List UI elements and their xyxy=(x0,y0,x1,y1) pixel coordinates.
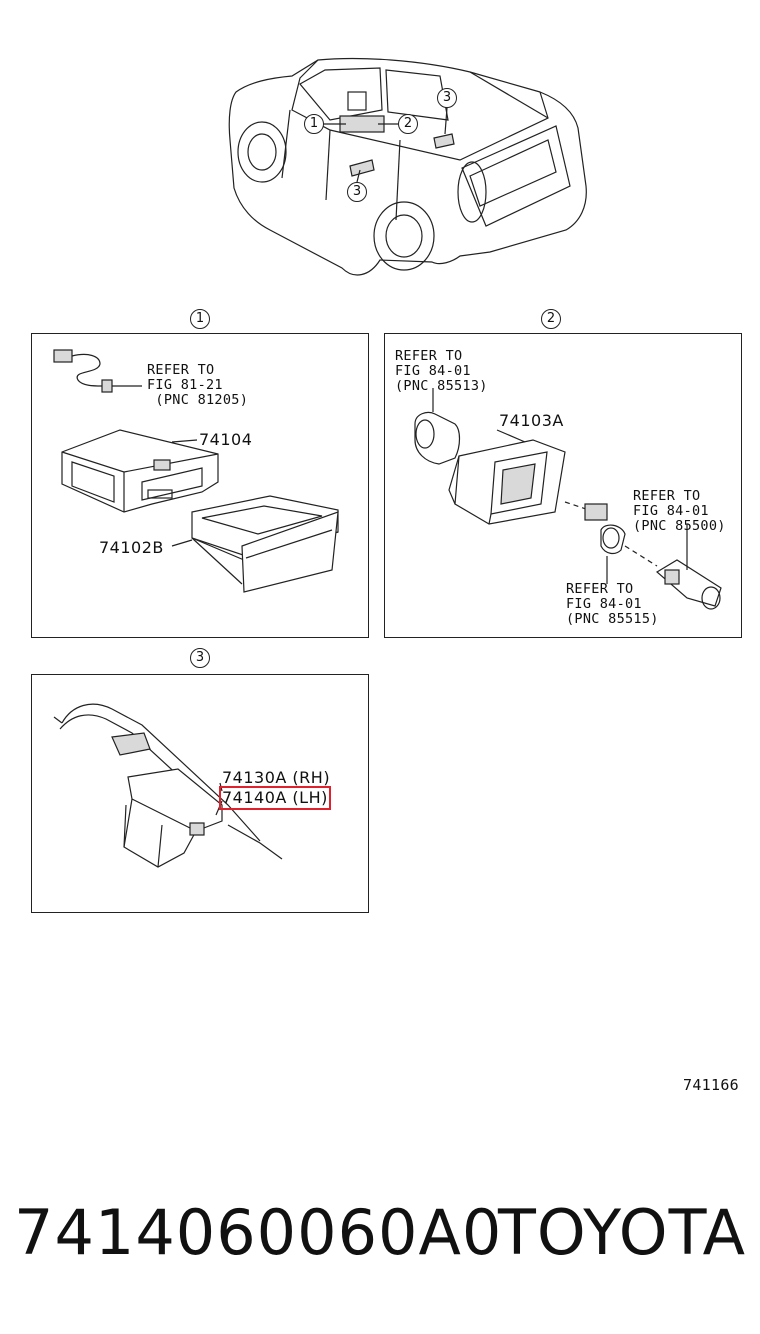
panel-2-refer-right: REFER TO FIG 84-01 (PNC 85500) xyxy=(633,488,726,534)
vehicle-illustration xyxy=(228,57,587,276)
overview-callout-2: 2 xyxy=(398,114,418,134)
panel-1-refer-text: REFER TO FIG 81-21 (PNC 81205) xyxy=(147,362,249,408)
panel-2-callout: 2 xyxy=(541,309,561,329)
overview-callout-3-rear: 3 xyxy=(437,88,457,108)
panel-3-callout: 3 xyxy=(190,648,210,668)
vehicle-overview: 1 2 3 3 xyxy=(0,0,760,300)
panel-2-refer-top: REFER TO FIG 84-01 (PNC 85513) xyxy=(395,348,488,394)
overview-callout-1: 1 xyxy=(304,114,324,134)
footer-part-number: 7414060060A0 xyxy=(14,1196,503,1269)
footer-brand: TOYOTA xyxy=(498,1196,747,1269)
panel-1-part-74104[interactable]: 74104 xyxy=(199,430,253,449)
panel-2-refer-bottom: REFER TO FIG 84-01 (PNC 85515) xyxy=(566,581,659,627)
panel-3-part-lh-highlighted[interactable]: 74140A (LH) xyxy=(219,786,331,810)
panel-3-door-ashtray: 74130A (RH) 74140A (LH) xyxy=(31,674,369,913)
overview-callout-3-door: 3 xyxy=(347,182,367,202)
panel-2-console-box: REFER TO FIG 84-01 (PNC 85513) 74103A RE… xyxy=(384,333,742,638)
panel-2-part-74103A[interactable]: 74103A xyxy=(499,411,564,430)
figure-code: 741166 xyxy=(683,1076,739,1094)
panel-1-callout: 1 xyxy=(190,309,210,329)
panel-1-glove-box: REFER TO FIG 81-21 (PNC 81205) 74104 741… xyxy=(31,333,369,638)
panel-2-illustration xyxy=(414,388,722,610)
panel-1-part-74102B[interactable]: 74102B xyxy=(99,538,164,557)
panel-1-illustration xyxy=(53,349,339,593)
panel-3-part-rh[interactable]: 74130A (RH) xyxy=(222,768,331,787)
panel-3-illustration xyxy=(53,703,283,868)
